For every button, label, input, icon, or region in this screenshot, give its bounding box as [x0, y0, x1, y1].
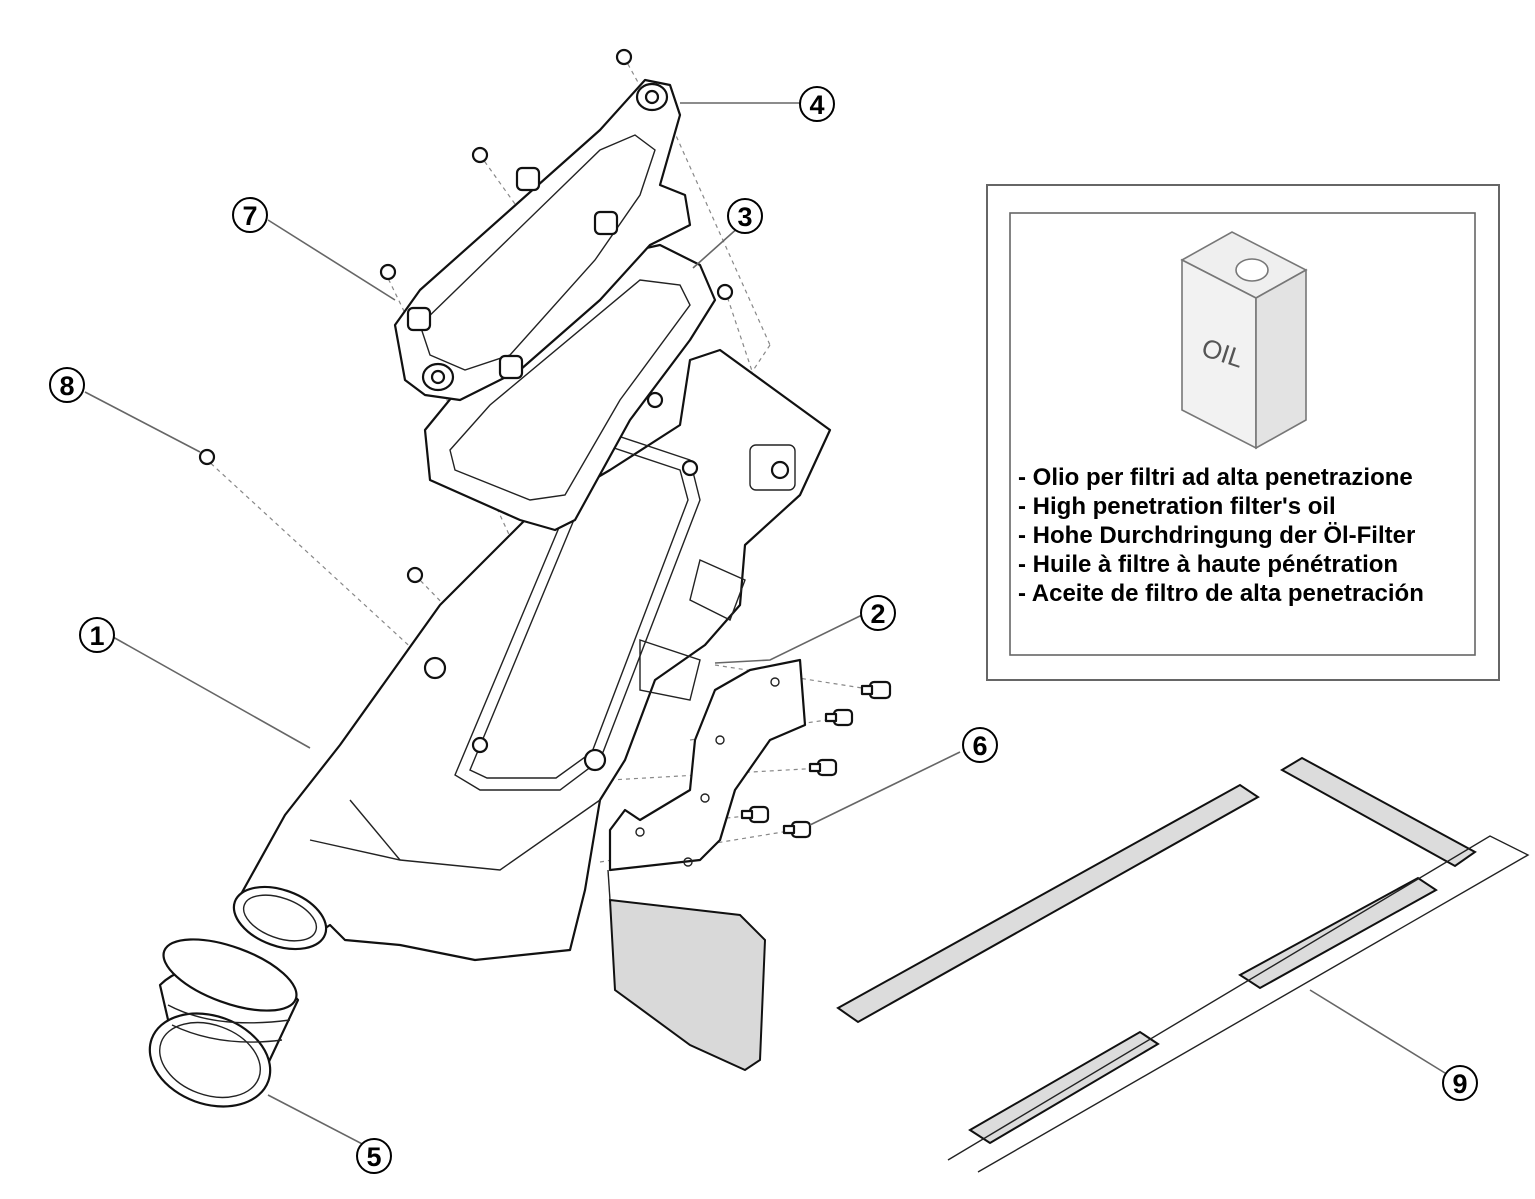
airbox-body: [232, 348, 832, 962]
callout-6-label: 6: [972, 731, 987, 761]
callout-2: 2: [860, 595, 896, 631]
callout-8: 8: [49, 367, 85, 403]
callout-8-label: 8: [59, 371, 74, 401]
oil-info-box: OIL - Olio per filtri ad alta penetrazio…: [986, 184, 1500, 681]
coupling-sleeve: [148, 938, 300, 1108]
callout-3-label: 3: [737, 202, 752, 232]
oil-can-icon: OIL: [1180, 231, 1308, 450]
callout-3: 3: [727, 198, 763, 234]
callout-5: 5: [356, 1138, 392, 1174]
callout-1: 1: [79, 617, 115, 653]
callout-7-label: 7: [242, 201, 257, 231]
callout-leaders: [84, 102, 1446, 1149]
upper-filter-frame: [393, 78, 692, 402]
oil-note-es: - Aceite de filtro de alta penetración: [1018, 580, 1424, 607]
callout-4-label: 4: [809, 90, 824, 120]
callout-2-label: 2: [870, 599, 885, 629]
callout-6: 6: [962, 727, 998, 763]
bolts: [740, 680, 892, 839]
foam-strips: [836, 756, 1530, 1173]
callout-9: 9: [1442, 1065, 1478, 1101]
callout-9-label: 9: [1452, 1069, 1467, 1099]
side-panel: [607, 658, 807, 1072]
oil-note-fr: - Huile à filtre à haute pénétration: [1018, 551, 1398, 578]
screws: [198, 48, 734, 584]
oil-note-it: - Olio per filtri ad alta penetrazione: [1018, 464, 1413, 491]
callout-1-label: 1: [89, 621, 104, 651]
oil-note-de: - Hohe Durchdringung der Öl-Filter: [1018, 522, 1415, 549]
oil-note-en: - High penetration filter's oil: [1018, 493, 1336, 520]
callout-4: 4: [799, 86, 835, 122]
callout-7: 7: [232, 197, 268, 233]
callout-5-label: 5: [366, 1142, 381, 1172]
